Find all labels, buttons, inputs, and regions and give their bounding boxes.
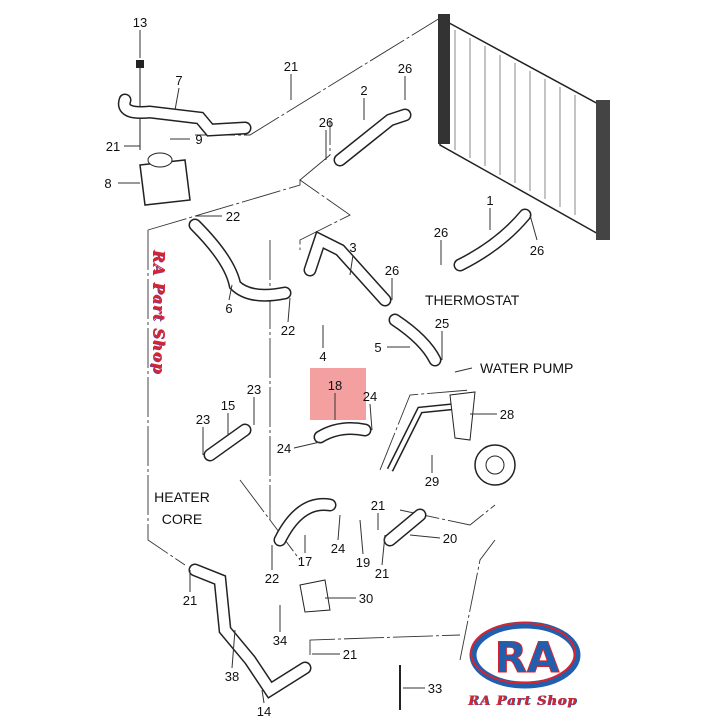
callout-23: 23 xyxy=(247,382,261,397)
callout-26: 26 xyxy=(434,225,448,240)
callout-1: 1 xyxy=(486,193,493,208)
callout-4: 4 xyxy=(319,349,326,364)
callouts: 13 7 21 26 2 21 9 26 8 22 1 26 3 26 26 6… xyxy=(104,15,573,719)
callout-25: 25 xyxy=(435,316,449,331)
callout-3: 3 xyxy=(349,240,356,255)
callout-34: 34 xyxy=(273,633,287,648)
heater-core-label-1: HEATER xyxy=(154,489,210,505)
callout-7: 7 xyxy=(175,73,182,88)
callout-26: 26 xyxy=(530,243,544,258)
callout-24: 24 xyxy=(363,389,377,404)
callout-5: 5 xyxy=(374,340,381,355)
callout-24: 24 xyxy=(277,441,291,456)
callout-22: 22 xyxy=(226,209,240,224)
callout-2: 2 xyxy=(360,83,367,98)
callout-22: 22 xyxy=(281,323,295,338)
callout-24: 24 xyxy=(331,541,345,556)
ra-logo: RA xyxy=(469,621,581,689)
callout-28: 28 xyxy=(500,407,514,422)
callout-19: 19 xyxy=(356,555,370,570)
callout-6: 6 xyxy=(225,301,232,316)
logo-text: RA Part Shop xyxy=(468,694,578,709)
callout-17: 17 xyxy=(298,554,312,569)
callout-13: 13 xyxy=(133,15,147,30)
callout-21: 21 xyxy=(343,647,357,662)
leader-lines xyxy=(118,30,538,704)
radiator xyxy=(438,14,610,240)
callout-23: 23 xyxy=(196,412,210,427)
callout-26: 26 xyxy=(385,263,399,278)
callout-26: 26 xyxy=(398,61,412,76)
callout-21: 21 xyxy=(371,498,385,513)
callout-21: 21 xyxy=(284,59,298,74)
callout-9: 9 xyxy=(195,132,202,147)
callout-14: 14 xyxy=(257,704,271,719)
callout-26: 26 xyxy=(319,115,333,130)
highlight-part-18 xyxy=(310,368,366,420)
callout-21: 21 xyxy=(106,139,120,154)
callout-38: 38 xyxy=(225,669,239,684)
hoses xyxy=(117,93,532,699)
thermostat-label: THERMOSTAT xyxy=(425,292,520,308)
water-pump-label: WATER PUMP xyxy=(480,360,573,376)
bracket-and-pump xyxy=(299,391,516,710)
heater-core-label-2: CORE xyxy=(162,511,202,527)
callout-8: 8 xyxy=(104,176,111,191)
svg-text:RA: RA xyxy=(495,633,560,682)
callout-29: 29 xyxy=(425,474,439,489)
callout-20: 20 xyxy=(443,531,457,546)
callout-21: 21 xyxy=(375,566,389,581)
callout-33: 33 xyxy=(428,681,442,696)
callout-18: 18 xyxy=(328,378,342,393)
watermark: RA Part Shop xyxy=(150,250,168,375)
callout-21: 21 xyxy=(183,593,197,608)
callout-30: 30 xyxy=(359,591,373,606)
callout-22: 22 xyxy=(265,571,279,586)
callout-15: 15 xyxy=(221,398,235,413)
